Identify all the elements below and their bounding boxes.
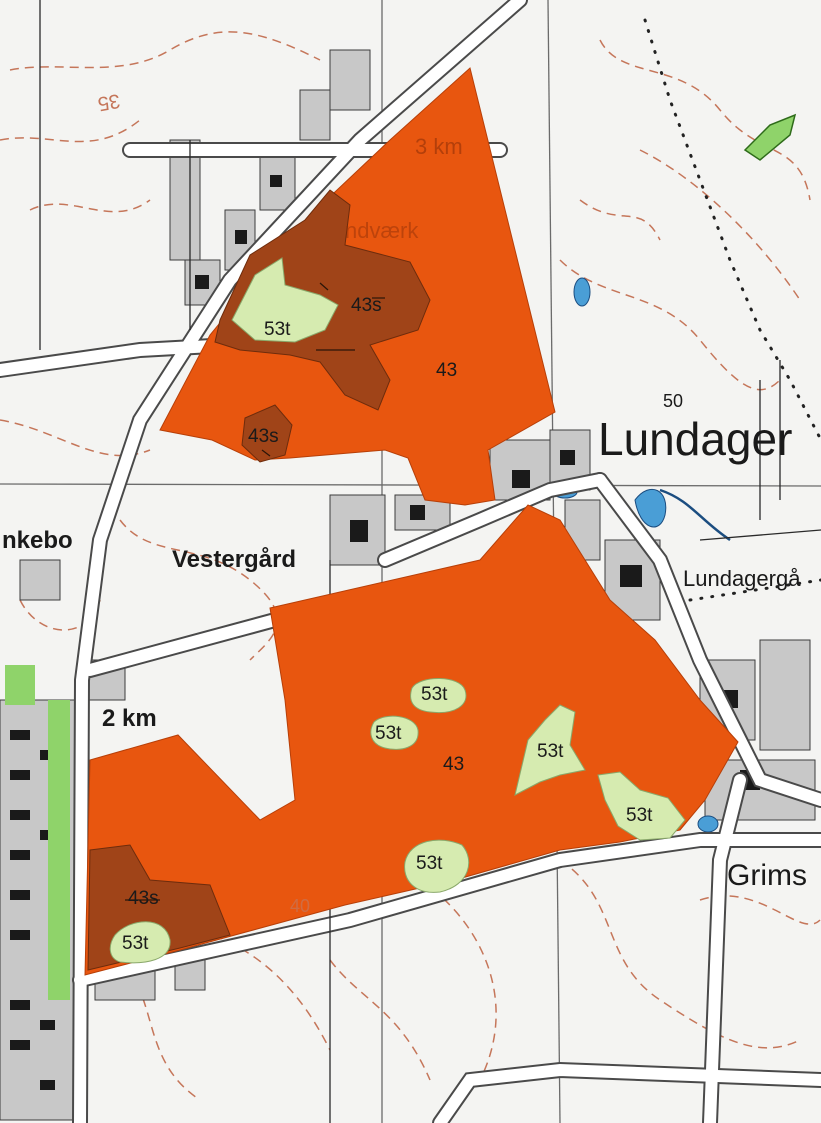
place-name-grims: Grims <box>727 859 807 892</box>
zone-label-53t-south: 53t <box>416 853 443 874</box>
green-field-northeast <box>743 113 797 161</box>
place-name-nkebo: nkebo <box>2 527 73 554</box>
stream <box>659 488 731 542</box>
zone-label-53t-north: 53t <box>264 319 291 340</box>
place-name-lundager: Lundager <box>598 413 792 465</box>
zone-label-53t-top: 53t <box>421 684 448 705</box>
zone-label-43-north: 43 <box>436 360 457 381</box>
zone-label-43-south: 43 <box>443 754 464 775</box>
zone-label-43s-southwest: 43s <box>128 888 159 909</box>
place-name-lundagergard: Lundagergå <box>683 566 801 591</box>
distance-marker-3km: 3 km <box>415 134 463 159</box>
zone-43s-middle <box>241 404 293 463</box>
green-strip <box>48 700 70 1000</box>
zone-label-53t-east: 53t <box>626 805 653 826</box>
distance-marker-2km: 2 km <box>102 705 157 732</box>
dotted-track <box>643 18 821 442</box>
place-name-vestergard: Vestergård <box>172 546 296 573</box>
dotted-track-east <box>688 578 821 602</box>
contour-label-35: 35 <box>96 89 122 115</box>
faded-label-vaerk: ndværk <box>345 218 419 243</box>
zone-label-53t-left: 53t <box>375 723 402 744</box>
zone-label-43s-north: 43s <box>351 295 382 316</box>
green-patch <box>5 665 35 705</box>
zone-label-53t-center: 53t <box>537 741 564 762</box>
zone-label-53t-southwest: 53t <box>122 933 149 954</box>
contour-label-50: 50 <box>663 391 683 411</box>
hatch-marks <box>125 282 385 901</box>
zones-53t <box>109 257 686 964</box>
contour-label-40: 40 <box>290 896 310 916</box>
zone-label-43s-middle: 43s <box>248 426 279 447</box>
